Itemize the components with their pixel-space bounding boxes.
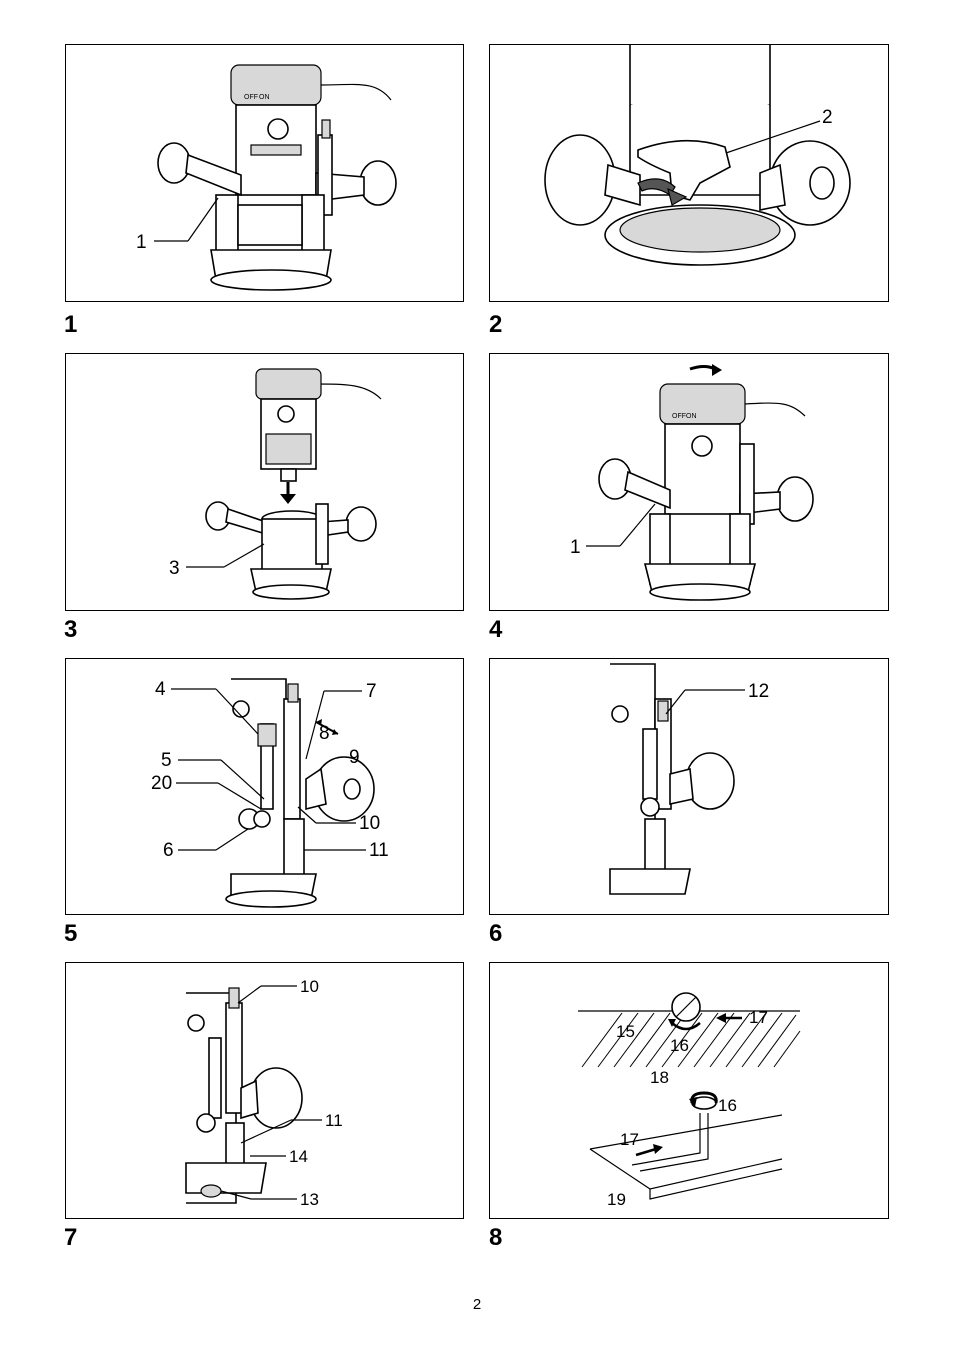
figure-8-panel: 17 15 16 18 16 17 19: [489, 962, 889, 1219]
figure-5-callout-7: 7: [366, 681, 377, 702]
figure-6-callout-12: 12: [748, 681, 769, 702]
figure-8-number: 8: [489, 1224, 503, 1251]
figure-5-callout-5: 5: [161, 750, 172, 771]
figure-5-callout-8: 8: [319, 723, 330, 744]
figure-4-number: 4: [489, 616, 503, 643]
figure-3-callout-3: 3: [169, 558, 180, 579]
figure-7-callout-14: 14: [289, 1147, 308, 1166]
figure-8-callout-16-bottom: 16: [718, 1096, 737, 1115]
figure-3-number: 3: [64, 616, 78, 643]
figure-6-number: 6: [489, 920, 503, 947]
figure-7-callout-11: 11: [325, 1111, 343, 1130]
figure-4-panel: OFF ON 1: [489, 353, 889, 611]
figure-8-callout-18: 18: [650, 1068, 669, 1087]
figure-3-insertion-illustration: 3: [169, 368, 382, 600]
figure-5-callout-4: 4: [155, 679, 166, 700]
figure-4-callout-1: 1: [570, 537, 581, 558]
figure-1-router-illustration: OFF ON 1: [136, 64, 397, 291]
figure-5-callout-10: 10: [359, 813, 380, 834]
figure-2-callout-2: 2: [822, 107, 833, 128]
page-number: 2: [472, 1296, 482, 1313]
figure-7-callout-13: 13: [300, 1190, 319, 1209]
figure-2-panel: 2: [489, 44, 889, 302]
figure-7-panel: 10 11 14 13: [65, 962, 464, 1219]
figure-7-callout-10: 10: [300, 977, 319, 996]
figure-8-callout-17-bottom: 17: [620, 1130, 639, 1149]
figure-5-panel: 4 7 8 9 5 20 10 6 11: [65, 658, 464, 915]
figure-2-number: 2: [489, 311, 503, 338]
figure-5-callout-20: 20: [151, 773, 172, 794]
figure-4-router-illustration: OFF ON 1: [570, 364, 814, 601]
figure-8-feed-direction-diagram: 17 15 16 18 16 17 19: [578, 992, 801, 1209]
figure-2-lock-lever-illustration: 2: [544, 45, 851, 266]
off-label: OFF: [244, 94, 258, 101]
figure-5-callout-9: 9: [349, 747, 360, 768]
figure-8-callout-16-top: 16: [670, 1036, 689, 1055]
figure-3-panel: 3: [65, 353, 464, 611]
figure-8-callout-19: 19: [607, 1190, 626, 1209]
figure-8-callout-17-top: 17: [749, 1008, 768, 1027]
figure-7-number: 7: [64, 1224, 78, 1251]
figure-5-number: 5: [64, 920, 78, 947]
on-label-2: ON: [686, 413, 697, 420]
figure-6-panel: 12: [489, 658, 889, 915]
figure-1-panel: OFF ON 1: [65, 44, 464, 302]
figure-5-callout-11: 11: [369, 840, 389, 861]
figure-6-stopper-illustration: 12: [609, 663, 769, 895]
figure-7-stopper-block-illustration: 10 11 14 13: [185, 977, 343, 1209]
figure-8-callout-15: 15: [616, 1022, 635, 1041]
figure-5-callout-6: 6: [163, 840, 174, 861]
figure-5-depth-adjust-illustration: 4 7 8 9 5 20 10 6 11: [151, 678, 389, 908]
figure-1-number: 1: [64, 311, 78, 338]
figure-1-callout-1: 1: [136, 232, 147, 253]
off-label-2: OFF: [672, 413, 686, 420]
on-label: ON: [259, 94, 270, 101]
